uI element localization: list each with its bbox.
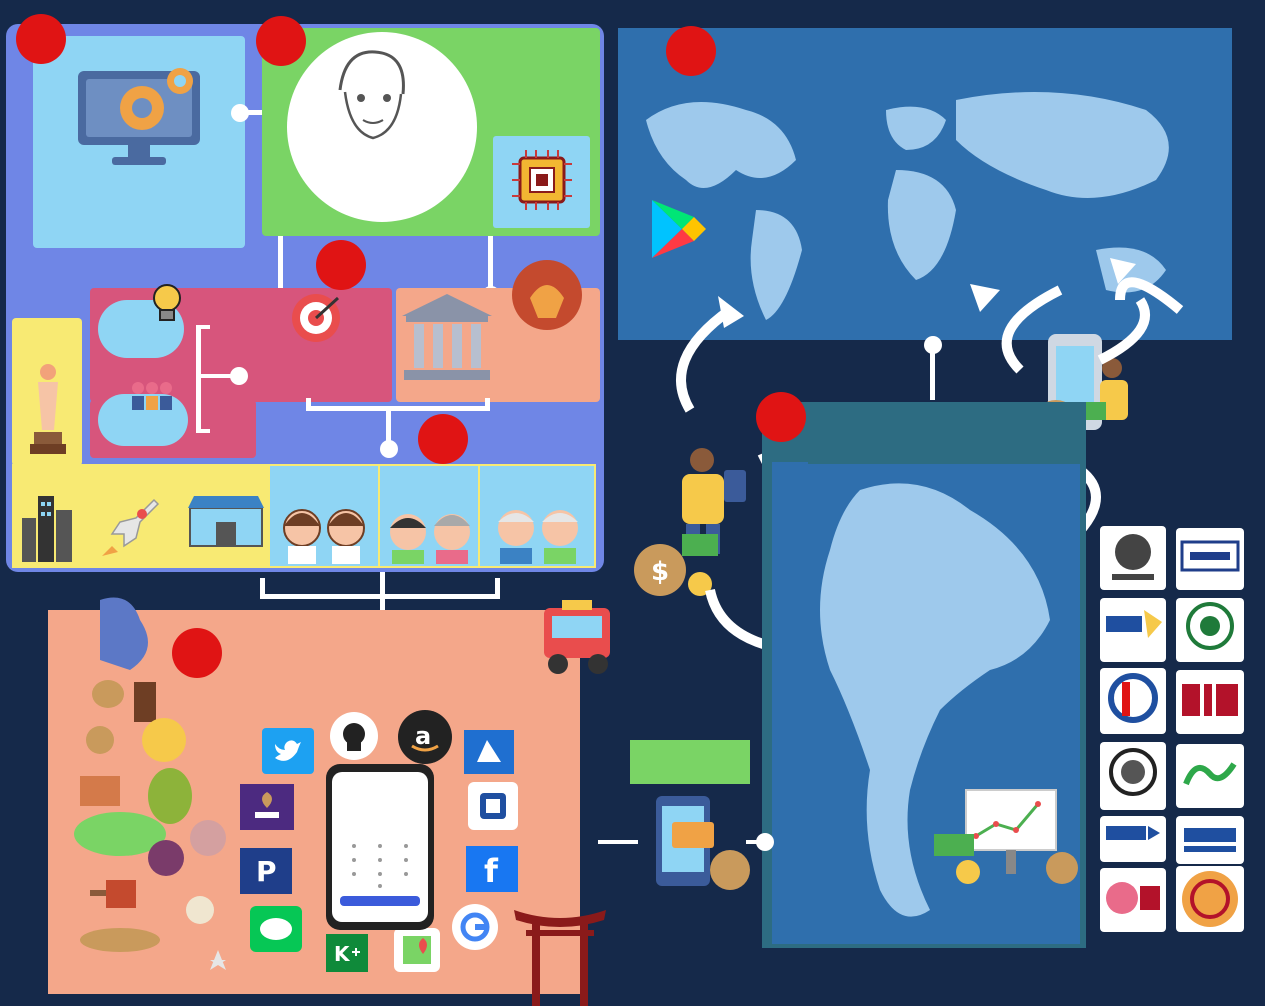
bracket-middle	[200, 374, 234, 378]
partner-logo-air-force	[1100, 526, 1166, 590]
badge-5	[172, 628, 222, 678]
payment-phone-icon	[652, 792, 756, 898]
partner-logo-depa	[1100, 598, 1166, 662]
lightbulb-icon	[150, 282, 184, 326]
connector-dot-4	[380, 440, 398, 458]
partner-logo-sor-sor-sor	[1100, 816, 1166, 862]
torii-gate-icon	[510, 900, 610, 1006]
amazon-icon: a	[398, 710, 452, 764]
people-group-icon	[128, 378, 176, 414]
rocket-icon	[98, 494, 164, 560]
bracket-bottom	[196, 429, 210, 433]
facebook-icon: f	[466, 846, 518, 892]
github-icon	[330, 712, 378, 760]
svg-text:$: $	[651, 557, 669, 587]
twitter-icon	[262, 728, 314, 774]
partner-logo-dip	[1176, 670, 1244, 734]
google-maps-icon	[394, 928, 440, 972]
svg-text:f: f	[484, 852, 499, 886]
connector-4-stem	[386, 408, 391, 448]
bangkok-bank-icon	[468, 782, 518, 830]
connector-6-7	[930, 340, 935, 400]
bracket-online-community	[196, 325, 201, 433]
institution-building-icon	[398, 290, 496, 388]
bracket-top	[196, 325, 210, 329]
hands-together-icon	[510, 258, 584, 332]
connector-3-4	[306, 406, 490, 411]
partner-logo-chulalongkorn	[1100, 868, 1166, 932]
face-sketch-icon	[315, 42, 425, 152]
badge-3	[316, 240, 366, 290]
badge-6	[756, 392, 806, 442]
connector-4-5-left-drop	[260, 578, 265, 598]
city-buildings-icon	[18, 488, 76, 564]
google-icon	[452, 904, 498, 950]
gdp-money-icon	[932, 832, 1082, 888]
connector-3-4-left-drop	[306, 398, 311, 410]
thailand-map-title-bar	[808, 402, 1086, 464]
scb-icon	[240, 784, 294, 830]
ai-chip-icon	[510, 148, 574, 212]
elderly-icon	[486, 500, 590, 564]
kplus-icon: K	[326, 934, 368, 972]
key-result-box	[630, 740, 750, 784]
shop-icon	[184, 494, 268, 552]
paypal-icon: P	[240, 848, 292, 894]
svg-text:K: K	[334, 942, 351, 965]
growth-chart-icon	[962, 786, 1060, 882]
partner-logo-thammasat	[1176, 866, 1244, 932]
connector-key-result	[598, 840, 638, 844]
partner-logo-industry-promotion	[1100, 668, 1166, 734]
bracket-dot	[230, 367, 248, 385]
thai-culture-collage-icon	[60, 590, 230, 1000]
statue-icon	[24, 360, 72, 460]
google-play-icon	[646, 196, 710, 262]
partner-logo-5g	[1176, 744, 1244, 808]
tuk-tuk-icon	[538, 598, 618, 682]
phone-send-button[interactable]	[340, 896, 420, 906]
thailand-map-shape	[790, 470, 1070, 940]
audience-citizen-tile	[380, 466, 478, 566]
connector-4-5-right-drop	[495, 578, 500, 598]
world-map	[626, 80, 1224, 330]
connector-3-4-right-drop	[485, 398, 490, 410]
connector-4-5-stem	[380, 572, 385, 632]
line-icon	[250, 906, 302, 952]
badge-1	[16, 14, 66, 64]
partner-logo-fine-arts	[1176, 598, 1244, 662]
badge-4	[418, 414, 468, 464]
connector-2-3-left	[278, 236, 283, 292]
azure-icon	[464, 730, 514, 774]
connector-dot-key-result	[756, 833, 774, 851]
avatar-portrait	[287, 32, 477, 222]
svg-text:P: P	[256, 855, 277, 887]
partner-logo-nstda	[1176, 816, 1244, 864]
partner-logo-etda	[1176, 528, 1244, 590]
partner-logo-treasury	[1100, 742, 1166, 810]
connector-2-3-right	[488, 236, 493, 292]
target-icon	[290, 292, 342, 344]
computer-gear-icon	[70, 53, 208, 171]
badge-2	[256, 16, 306, 66]
students-icon	[272, 504, 376, 564]
citizens-icon	[382, 504, 478, 564]
connector-dot-6-7	[924, 336, 942, 354]
svg-text:a: a	[415, 722, 431, 750]
customer-money-icon: $	[630, 520, 722, 602]
connector-dot-1-2	[231, 104, 249, 122]
phone-keypad	[340, 840, 420, 890]
badge-7	[666, 26, 716, 76]
